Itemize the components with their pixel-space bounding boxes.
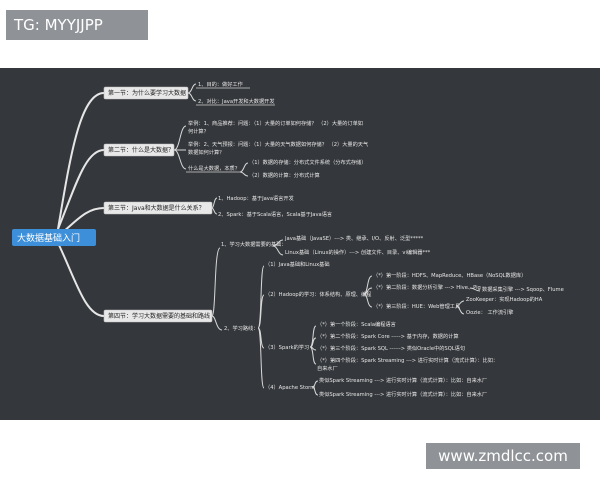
link-hadoop-stages	[363, 275, 373, 308]
spark-stage-4-line-2: 自来水厂	[317, 364, 338, 372]
storm-item-2: 类似Spark Streaming ---> 进行实时计算（流式计算）：比如：自…	[319, 390, 487, 398]
section-2-essence-2: （2）数据的计算：分布式计算	[249, 171, 320, 179]
hadoop-stage-2: （*）第二阶段：数据分析引擎 ---> Hive、Pig	[373, 283, 481, 291]
hadoop-stage-1: （*）第一阶段：HDFS、MapReduce、HBase（NoSQL数据库）	[373, 271, 526, 279]
section-2-essence-1: （1）数据的存储：分布式文件系统（分布式存储）	[249, 158, 366, 166]
link-root-s2	[57, 149, 105, 230]
route-3-spark: （3）Spark的学习	[265, 343, 309, 351]
site-watermark: www.zmdlcc.com	[426, 443, 580, 469]
mindmap-svg: 大数据基础入门 第一节：为什么要学习大数据 1、目的：做好工作 2、对比：Jav…	[12, 80, 564, 398]
route-2-hadoop: （2）Hadoop的学习：体系结构、原理、编程	[265, 290, 371, 298]
section-3-item-1: 1、Hadoop：基于Java语言开发	[218, 194, 294, 202]
section-4-title: 第四节：学习大数据需要的基础和路线	[108, 312, 210, 320]
spark-stage-4-line-1: （*）第四个阶段：Spark Streaming ---> 进行实时计算（流式计…	[317, 356, 498, 364]
section-3-title: 第三节：Java和大数据是什么关系？	[108, 204, 205, 212]
link-s4-route	[257, 265, 265, 389]
root-node[interactable]	[12, 229, 96, 246]
link-s4-basics	[272, 239, 284, 256]
section-4-route: 2、学习路线：	[224, 324, 258, 332]
mindmap-canvas: 大数据基础入门 第一节：为什么要学习大数据 1、目的：做好工作 2、对比：Jav…	[0, 68, 600, 420]
zookeeper-item: ZooKeeper：实现Hadoop的HA	[466, 295, 543, 303]
link-hadoop-stage-2b	[469, 287, 481, 292]
link-root-s1	[57, 92, 105, 230]
hadoop-stage-3: （*）第三阶段：HUE：Web管理工具	[373, 302, 460, 310]
java-basics: Java基础（JavaSE）---> 类、继承、I/O、反射、泛型*****	[284, 234, 424, 242]
section-2-title: 第二节：什么是大数据？	[108, 146, 174, 154]
link-s3-items	[211, 197, 218, 215]
section-1-item-2: 2、对比：Java开发和大数据开发	[198, 97, 275, 105]
spark-stage-2: （*）第二个阶段：Spark Core -----> 基于内存，数据的计算	[317, 332, 459, 340]
section-3-item-2: 2、Spark：基于Scala语言，Scala基于Java语言	[218, 210, 332, 218]
spark-stage-3: （*）第三个阶段：Spark SQL ------> 类似Oracle中的SQL…	[317, 344, 465, 352]
link-hadoop-stage-3	[455, 300, 465, 315]
root-label: 大数据基础入门	[17, 232, 80, 244]
link-s1-items	[187, 83, 197, 102]
section-2-example-2-line-2: 数据如何计算？	[188, 148, 224, 156]
route-1: （1）Java基础和Linux基础	[265, 260, 330, 268]
section-2-example-1-line-1: 举例：1、商品推荐：问题：（1）大量的订单如何存储？ （2）大量的订单如	[188, 119, 363, 127]
link-s4-branches	[211, 247, 223, 331]
channel-tag: TG: MYYJJPP	[6, 10, 148, 40]
link-s2-items	[173, 125, 187, 170]
link-storm-items	[311, 380, 319, 396]
linux-basics: Linux基础（Linux的操作）---> 创建文件、目录、vi编辑器***	[285, 248, 431, 256]
hadoop-stage-2-collection: 数据采集引擎 ---> Sqoop、Flume	[482, 285, 564, 293]
link-s2-essence	[239, 162, 249, 177]
section-2-essence: 什么是大数据，本质？	[188, 164, 240, 172]
route-4-storm: （4）Apache Storm	[265, 384, 315, 391]
section-1-title: 第一节：为什么要学习大数据	[108, 89, 186, 97]
section-2-example-2-line-1: 举例：2、天气预报：问题：（1）大量的天气数据如何存储？ （2）大量的天气	[188, 140, 368, 148]
spark-stage-1: （*）第一个阶段：Scala编程语言	[317, 320, 396, 328]
link-spark-stages	[309, 325, 317, 365]
section-4-basics: 1、学习大数据需要的基础：	[221, 240, 287, 248]
storm-item-1: 类似Spark Streaming ---> 进行实时计算（流式计算）：比如：自…	[319, 376, 487, 384]
section-2-example-1-line-2: 何计算？	[188, 127, 209, 135]
oozie-item: Oozie： 工作流引擎	[466, 308, 513, 316]
link-root-s4	[57, 242, 105, 317]
section-1-item-1: 1、目的：做好工作	[198, 80, 243, 88]
